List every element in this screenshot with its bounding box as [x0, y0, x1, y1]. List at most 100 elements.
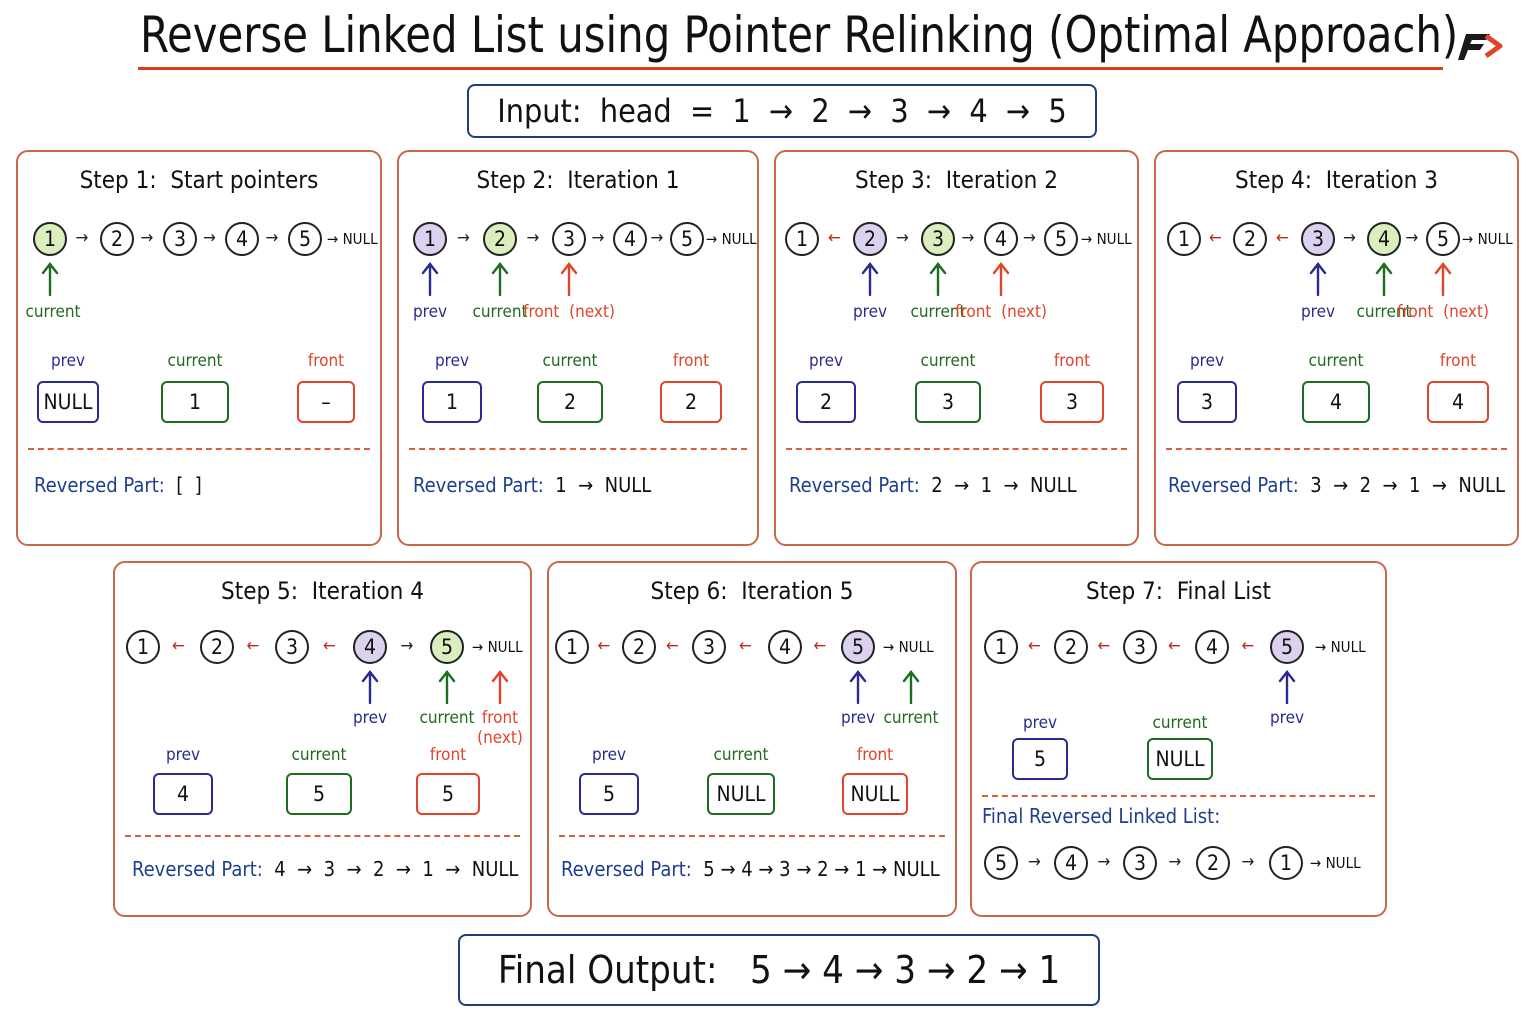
reversed-part-label: Reversed Part:	[1168, 473, 1299, 497]
list-node: 4	[768, 630, 802, 664]
final-list-node: 5	[984, 846, 1018, 880]
step-panel-4: Step 4: Iteration 3	[1154, 150, 1519, 546]
back-link-arrow: ←	[1028, 636, 1041, 656]
current-variable-label: current	[167, 351, 223, 371]
current-pointer-arrow-icon	[929, 262, 947, 296]
prev-pointer-label: prev	[1300, 302, 1336, 322]
final-list-label: Final Reversed Linked List:	[982, 804, 1221, 828]
front-pointer-label: front (next)	[477, 708, 523, 748]
next-link-arrow: →	[1097, 852, 1111, 872]
page-title: Reverse Linked List using Pointer Relink…	[140, 6, 1459, 64]
prev-pointer-label: prev	[852, 302, 888, 322]
reversed-part-label: Reversed Part:	[789, 473, 920, 497]
front-variable-box: 4	[1427, 381, 1489, 423]
front-variable-label: front	[856, 745, 894, 765]
back-link-arrow: ←	[813, 636, 827, 656]
front-pointer-label: front (next)	[523, 302, 615, 322]
reversed-part: Reversed Part: 4 → 3 → 2 → 1 → NULL	[132, 856, 518, 882]
null-terminator: → NULL	[1315, 638, 1366, 656]
prev-pointer-arrow-icon	[421, 262, 439, 296]
back-link-arrow: ←	[1097, 636, 1111, 656]
step-title: Step 5: Iteration 4	[221, 577, 424, 605]
list-node: 5	[1270, 630, 1304, 664]
list-node: 5	[1426, 222, 1460, 256]
prev-pointer-arrow-icon	[849, 670, 867, 704]
front-pointer-label: front (next)	[1397, 302, 1489, 322]
prev-variable-box: 1	[422, 381, 482, 423]
list-node: 2	[483, 222, 517, 256]
front-variable-box: 2	[660, 381, 722, 423]
back-link-arrow: ←	[246, 636, 260, 656]
prev-pointer-arrow-icon	[361, 670, 379, 704]
prev-variable-label: prev	[591, 745, 627, 765]
final-output-box: Final Output: 5 → 4 → 3 → 2 → 1	[458, 934, 1100, 1006]
section-divider	[559, 835, 945, 837]
current-variable-label: current	[1152, 713, 1208, 733]
back-link-arrow: ←	[597, 636, 611, 656]
prev-variable-label: prev	[1189, 351, 1225, 371]
null-terminator: → NULL	[327, 230, 378, 248]
reversed-part-value: [ ]	[164, 473, 202, 497]
next-link-arrow: →	[896, 228, 909, 248]
next-link-arrow: →	[1405, 228, 1419, 248]
prev-pointer-arrow-icon	[861, 262, 879, 296]
step-title: Step 3: Iteration 2	[855, 166, 1058, 194]
next-link-arrow: →	[526, 228, 540, 248]
front-variable-label: front	[1053, 351, 1091, 371]
next-link-arrow: →	[650, 228, 664, 248]
back-link-arrow: ←	[739, 636, 752, 656]
final-list-node: 2	[1196, 846, 1230, 880]
back-link-arrow: ←	[1276, 228, 1289, 248]
prev-variable-box: 3	[1177, 381, 1237, 423]
current-pointer-label: current	[25, 302, 81, 322]
reversed-part: Reversed Part: 2 → 1 → NULL	[789, 472, 1077, 498]
current-pointer-label: current	[910, 302, 966, 322]
prev-pointer-arrow-icon	[1309, 262, 1327, 296]
prev-variable-label: prev	[1022, 713, 1058, 733]
current-pointer-arrow-icon	[902, 670, 920, 704]
current-variable-box: 2	[537, 381, 603, 423]
current-variable-box: NULL	[707, 773, 775, 815]
back-link-arrow: ←	[1168, 636, 1181, 656]
list-node: 1	[785, 222, 819, 256]
reversed-part-value: 5 → 4 → 3 → 2 → 1 → NULL	[691, 857, 940, 881]
list-node: 5	[841, 630, 875, 664]
current-pointer-arrow-icon	[438, 670, 456, 704]
prev-variable-box: 5	[579, 773, 639, 815]
next-link-arrow: →	[400, 636, 414, 656]
prev-variable-label: prev	[165, 745, 201, 765]
reversed-part-label: Reversed Part:	[561, 857, 692, 881]
step-panel-6: Step 6: Iteration 5	[547, 561, 957, 917]
reversed-part: Reversed Part: 3 → 2 → 1 → NULL	[1168, 472, 1505, 498]
current-pointer-label: current	[1356, 302, 1412, 322]
back-link-arrow: ←	[1241, 636, 1255, 656]
current-pointer-label: current	[472, 302, 528, 322]
final-list-node: 4	[1054, 846, 1088, 880]
next-link-arrow: →	[591, 228, 605, 248]
list-node: 3	[1123, 630, 1157, 664]
prev-variable-label: prev	[808, 351, 844, 371]
null-terminator: → NULL	[1081, 230, 1132, 248]
list-node: 5	[430, 630, 464, 664]
step-title: Step 2: Iteration 1	[476, 166, 680, 194]
null-terminator: → NULL	[1462, 230, 1513, 248]
list-node: 3	[552, 222, 586, 256]
list-node: 2	[1054, 630, 1088, 664]
front-variable-box: NULL	[842, 773, 908, 815]
back-link-arrow: ←	[323, 636, 336, 656]
front-variable-label: front	[1439, 351, 1477, 371]
section-divider	[28, 448, 370, 450]
next-link-arrow: →	[265, 228, 279, 248]
reversed-part: Reversed Part: 1 → NULL	[413, 472, 651, 498]
list-node: 3	[275, 630, 309, 664]
current-variable-label: current	[920, 351, 976, 371]
list-node: 1	[555, 630, 589, 664]
step-title: Step 7: Final List	[1086, 577, 1271, 605]
list-node: 5	[288, 222, 322, 256]
prev-variable-label: prev	[434, 351, 470, 371]
list-node: 2	[622, 630, 656, 664]
step-title: Step 6: Iteration 5	[650, 577, 854, 605]
reversed-part-value: 1 → NULL	[543, 473, 652, 497]
reversed-part: Reversed Part: 5 → 4 → 3 → 2 → 1 → NULL	[561, 856, 940, 882]
front-variable-label: front	[307, 351, 345, 371]
